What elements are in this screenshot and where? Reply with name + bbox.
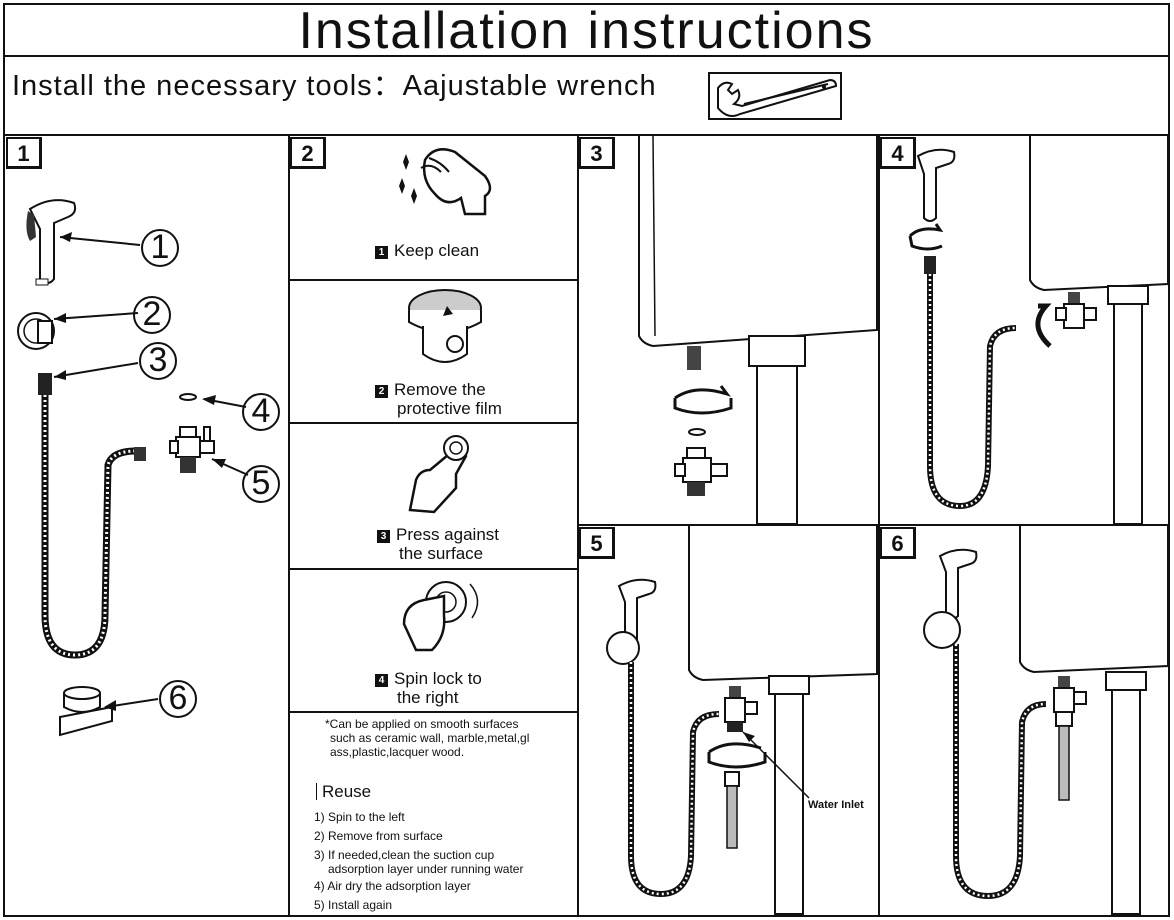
- holder-icon: [17, 312, 55, 350]
- tools-line: Install the necessary tools：Aajustable w…: [12, 70, 657, 102]
- hose-connect-illustration: [908, 136, 1169, 525]
- wrench-box: [708, 72, 842, 120]
- divider: [577, 524, 1168, 526]
- step-number-1: 1: [6, 137, 42, 169]
- final-assembly-illustration: [923, 526, 1169, 915]
- part-number-2: 2: [142, 295, 162, 333]
- reuse-step-1: 1) Spin to the left: [314, 810, 405, 824]
- step-number-4: 4: [880, 137, 916, 169]
- press-hand-icon: [408, 435, 469, 514]
- parts-illustration: [17, 199, 249, 737]
- page-frame: [3, 3, 1170, 917]
- step-number-3: 3: [579, 137, 615, 169]
- reuse-step-2: 2) Remove from surface: [314, 829, 443, 843]
- divider: [288, 422, 577, 424]
- note-line-1: *Can be applied on smooth surfaces: [325, 717, 519, 731]
- reuse-step-3: 3) If needed,clean the suction cup: [314, 848, 495, 862]
- divider: [5, 134, 1168, 136]
- page-title: Installation instructions: [5, 5, 1168, 57]
- divider: [288, 711, 577, 713]
- divider: [288, 134, 290, 915]
- part-number-1: 1: [150, 228, 170, 266]
- tank-valve-illustration: [638, 135, 878, 525]
- step-number-5: 5: [579, 527, 615, 559]
- water-inlet-illustration: [606, 526, 878, 915]
- water-inlet-label: Water Inlet: [808, 799, 864, 811]
- protective-film-icon: [408, 289, 482, 363]
- wipe-hand-icon: [399, 148, 492, 216]
- step-number-6: 6: [880, 527, 916, 559]
- note-line-2: such as ceramic wall, marble,metal,gl: [330, 731, 530, 745]
- t-valve-icon: [169, 426, 215, 473]
- spin-lock-hand-icon: [402, 581, 479, 652]
- part-number-4: 4: [251, 392, 271, 430]
- base-ring-icon: [59, 686, 113, 737]
- wrench-icon: [717, 78, 838, 117]
- hose-icon: [38, 373, 146, 659]
- divider: [288, 279, 577, 281]
- note-line-3: ass,plastic,lacquer wood.: [330, 745, 465, 759]
- divider: [288, 568, 577, 570]
- step-number-2: 2: [290, 137, 326, 169]
- part-number-6: 6: [168, 679, 188, 717]
- reuse-marker: [316, 783, 317, 800]
- reuse-step-4: 4) Air dry the adsorption layer: [314, 879, 471, 893]
- sprayer-icon: [26, 199, 77, 286]
- reuse-step-3b: adsorption layer under running water: [328, 862, 524, 876]
- reuse-step-5: 5) Install again: [314, 898, 393, 912]
- part-number-3: 3: [148, 341, 168, 379]
- part-number-5: 5: [251, 464, 271, 502]
- reuse-title: Reuse: [322, 782, 372, 801]
